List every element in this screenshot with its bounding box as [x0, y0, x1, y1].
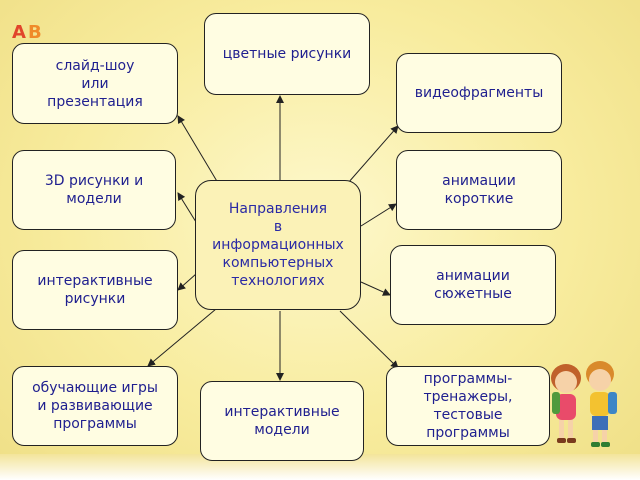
arrow-to-left1: [177, 115, 219, 184]
arrow-to-right2: [360, 203, 397, 227]
node-right3: анимации сюжетные: [390, 245, 556, 325]
node-right1: видеофрагменты: [396, 53, 562, 133]
node-right2: анимации короткие: [396, 150, 562, 230]
node-right4: программы- тренажеры, тестовые программы: [386, 366, 550, 446]
arrow-to-left3: [177, 273, 197, 291]
node-bottom: интерактивные модели: [200, 381, 364, 461]
node-left4: обучающие игры и развивающие программы: [12, 366, 178, 446]
node-left1: слайд-шоу или презентация: [12, 43, 178, 124]
logo-letter-b: B: [27, 22, 42, 43]
arrow-to-left4: [147, 308, 217, 367]
logo-letter-a: A: [12, 22, 26, 43]
arrow-to-right3: [360, 281, 391, 296]
node-left2: 3D рисунки и модели: [12, 150, 176, 230]
center-node: Направления в информационных компьютерны…: [195, 180, 361, 310]
arrow-to-left2: [177, 192, 197, 223]
node-top: цветные рисунки: [204, 13, 370, 95]
arrow-to-right1: [347, 125, 399, 184]
node-left3: интерактивные рисунки: [12, 250, 178, 330]
arrow-to-right4: [339, 310, 399, 369]
children-illustration: [551, 361, 617, 447]
